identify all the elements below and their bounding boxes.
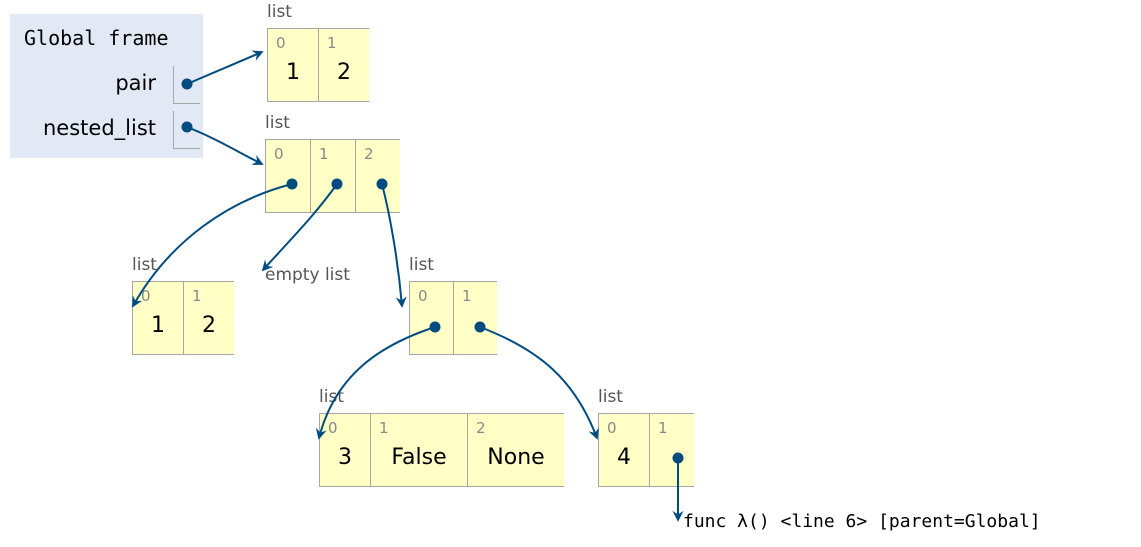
list-cell: 1 2 [183, 281, 234, 355]
cell-value: 1 [151, 313, 165, 338]
list-cell: 0 4 [598, 413, 649, 487]
global-frame: Global frame pair nested_list [10, 14, 203, 158]
cell-index: 0 [274, 145, 284, 163]
list-inner-d: list 0 4 1 [598, 387, 694, 487]
cell-index: 0 [418, 287, 428, 305]
list-cell: 0 1 [132, 281, 183, 355]
var-name-pair: pair [115, 71, 156, 95]
list-inner-c: list 0 3 1 False 2 None [319, 387, 564, 487]
list-type-label: list [598, 387, 623, 407]
cell-index: 1 [192, 287, 202, 305]
list-nested: list 0 1 2 [265, 113, 400, 213]
list-inner-a: list 0 1 1 2 [132, 255, 234, 355]
list-cell: 1 False [370, 413, 467, 487]
cell-index: 0 [276, 34, 286, 52]
empty-list-label: empty list [265, 265, 350, 285]
list-cell: 2 None [467, 413, 564, 487]
var-slot-nested-list [173, 111, 200, 149]
list-cell: 0 [265, 139, 310, 213]
list-cell: 0 3 [319, 413, 370, 487]
list-pair: list 0 1 1 2 [267, 2, 369, 102]
list-type-label: list [265, 113, 290, 133]
var-slot-pair [173, 66, 200, 104]
frame-title: Global frame [24, 26, 169, 50]
cell-index: 0 [141, 287, 151, 305]
list-inner-b: list 0 1 [409, 255, 497, 355]
list-cell: 0 1 [267, 28, 318, 102]
cell-index: 1 [658, 419, 668, 437]
cell-value: False [391, 445, 447, 470]
cell-value: 3 [338, 445, 352, 470]
list-cell: 0 [409, 281, 453, 355]
function-object-label: func λ() <line 6> [parent=Global] [683, 511, 1041, 532]
cell-index: 1 [319, 145, 329, 163]
list-cell: 1 2 [318, 28, 369, 102]
list-type-label: list [409, 255, 434, 275]
list-type-label: list [267, 2, 292, 22]
cell-index: 0 [607, 419, 617, 437]
cell-index: 1 [462, 287, 472, 305]
list-cell: 1 [310, 139, 355, 213]
list-type-label: list [132, 255, 157, 275]
cell-index: 0 [328, 419, 338, 437]
cell-value: 2 [202, 313, 216, 338]
cell-index: 2 [476, 419, 486, 437]
list-type-label: list [319, 387, 344, 407]
list-cell: 2 [355, 139, 400, 213]
list-cell: 1 [649, 413, 694, 487]
cell-value: None [487, 445, 545, 470]
cell-value: 1 [286, 60, 300, 85]
cell-index: 1 [379, 419, 389, 437]
list-cell: 1 [453, 281, 497, 355]
var-name-nested-list: nested_list [43, 116, 156, 140]
cell-index: 2 [364, 145, 374, 163]
cell-index: 1 [327, 34, 337, 52]
cell-value: 4 [617, 445, 631, 470]
cell-value: 2 [337, 60, 351, 85]
